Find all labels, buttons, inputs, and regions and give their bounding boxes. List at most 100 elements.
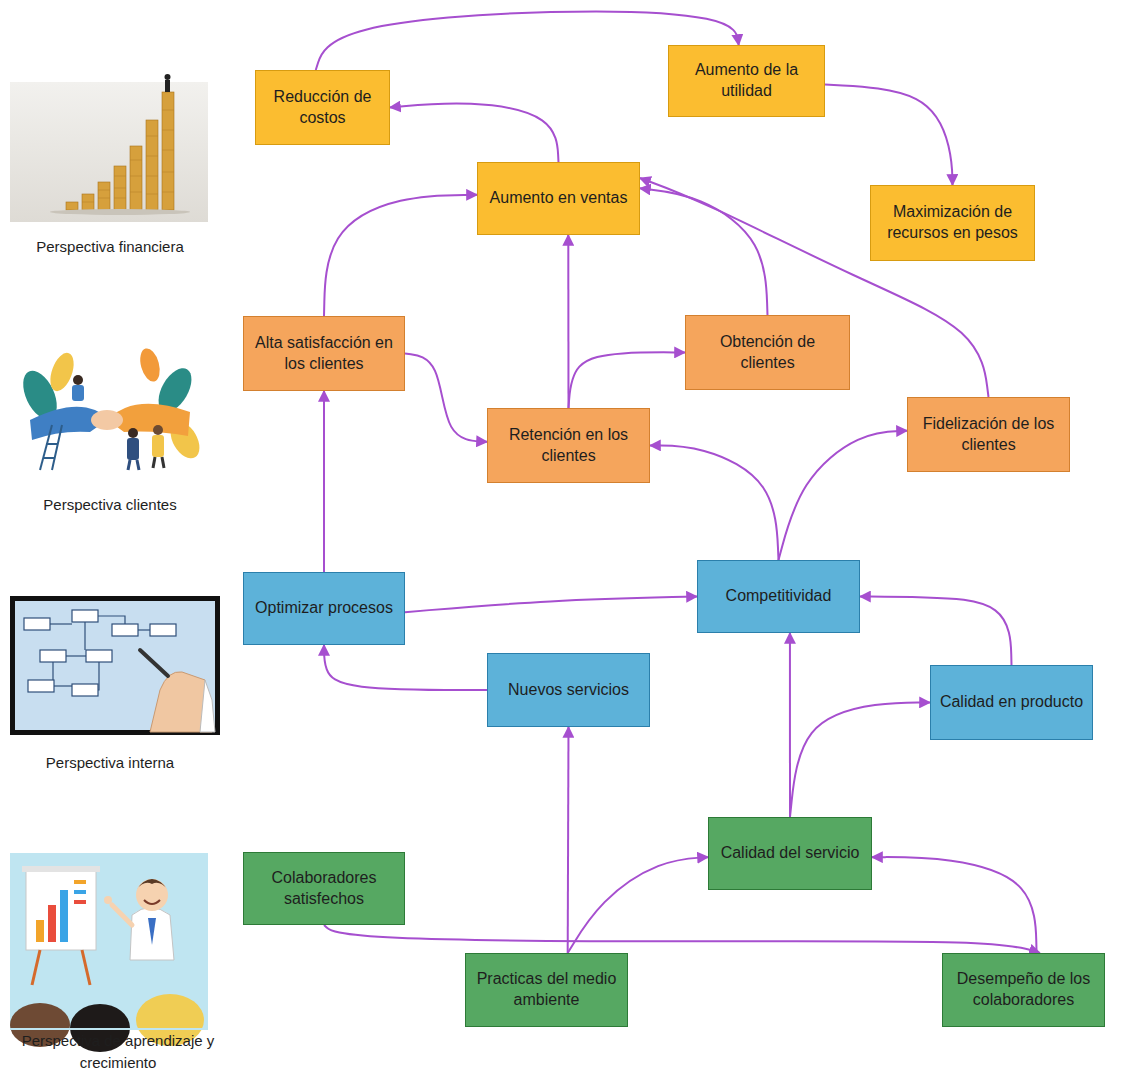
strategy-box: Competitividad (697, 560, 860, 633)
coin-stacks-picture-shape-shape (162, 150, 174, 151)
box-text: Nuevos servicios (508, 680, 629, 701)
perspective-label: Perspectiva de aprendizaje y crecimiento (4, 1030, 232, 1074)
classroom-picture-shape (130, 908, 174, 961)
flowchart-picture-shape-shape (28, 680, 54, 692)
strategy-box: Obtención de clientes (685, 315, 850, 390)
flowchart-picture-shape-shape (84, 622, 85, 650)
strategy-box: Colaboradores satisfechos (243, 852, 405, 925)
flowchart-picture-shape-shape (86, 650, 112, 662)
coin-stacks-picture-shape (10, 82, 208, 222)
connector-arrow (779, 431, 908, 560)
coin-stacks-picture (10, 74, 208, 222)
strategy-box: Reducción de costos (255, 70, 390, 145)
connector-arrow (872, 857, 1037, 953)
classroom-picture-shape (48, 905, 56, 942)
perspective-label: Perspectiva financiera (6, 236, 214, 258)
connector-arrow (650, 445, 779, 560)
coin-stacks-picture-shape-shape (146, 156, 158, 157)
classroom-picture-shape (60, 890, 68, 942)
flowchart-picture-shape (50, 616, 150, 690)
box-text: Competitividad (726, 586, 832, 607)
flowchart-picture-shape-shape (50, 623, 72, 624)
box-text: Retención en los clientes (496, 425, 641, 467)
connector-arrow (569, 352, 686, 408)
coin-stacks-picture-shape-shape (146, 136, 158, 137)
coin-stacks-picture-shape-shape (165, 80, 170, 92)
handshake-picture-shape (152, 435, 164, 457)
coin-stacks-picture-shape-shape (130, 192, 142, 193)
box-text: Optimizar procesos (255, 598, 393, 619)
flowchart-picture-shape-shape (98, 662, 99, 690)
coin-stacks-picture-shape-shape (98, 182, 110, 210)
connector-arrow (390, 103, 559, 162)
coin-stacks-picture-shape-shape (98, 190, 110, 191)
coin-stacks-picture-shape-shape (162, 110, 174, 111)
flowchart-picture-shape-shape (98, 616, 125, 624)
flowchart-picture-shape-shape (40, 650, 66, 662)
classroom-picture-shape (136, 879, 168, 911)
classroom-picture-shape (74, 890, 86, 894)
flowchart-picture-shape-shape (112, 624, 138, 636)
handshake-picture-shape (91, 410, 123, 430)
handshake-picture-shape (43, 457, 55, 459)
connector-arrow (790, 702, 930, 817)
coin-stacks-picture-shape-shape (146, 194, 158, 195)
handshake-picture-shape (52, 425, 62, 470)
box-text: Desempeño de los colaboradores (951, 969, 1096, 1011)
box-text: Calidad en producto (940, 692, 1083, 713)
strategy-box: Fidelización de los clientes (907, 397, 1070, 472)
connector-arrow (567, 235, 569, 408)
coin-stacks-picture-shape-shape (146, 120, 158, 210)
coin-stacks-picture-shape-shape (162, 92, 174, 210)
strategy-box: Calidad en producto (930, 665, 1093, 740)
handshake-picture (16, 346, 205, 470)
box-text: Fidelización de los clientes (916, 414, 1061, 456)
perspective-label: Perspectiva clientes (6, 494, 214, 516)
classroom-picture-shape (136, 879, 168, 890)
strategy-box: Practicas del medio ambiente (465, 953, 628, 1027)
handshake-picture-shape (127, 438, 139, 460)
box-text: Aumento en ventas (490, 188, 628, 209)
coin-stacks-picture-shape-shape (130, 146, 142, 210)
coin-stacks-picture-shape-shape (130, 176, 142, 177)
connector-arrow (789, 633, 791, 817)
handshake-picture-shape (153, 457, 155, 468)
classroom-picture (10, 853, 208, 1052)
flowchart-picture-shape (200, 680, 215, 732)
coin-stacks-picture-shape-shape (82, 202, 94, 203)
box-text: Aumento de la utilidad (677, 60, 816, 102)
box-text: Colaboradores satisfechos (252, 868, 396, 910)
connector-arrow (825, 85, 953, 185)
strategy-box: Calidad del servicio (708, 817, 872, 890)
connector-arrow (323, 391, 325, 572)
strategy-box: Aumento de la utilidad (668, 45, 825, 117)
classroom-picture-shape (82, 950, 90, 985)
classroom-picture-shape (26, 870, 96, 950)
classroom-picture-shape (104, 896, 112, 904)
coin-stacks-picture-shape-shape (98, 198, 110, 199)
strategy-box: Retención en los clientes (487, 408, 650, 483)
classroom-picture-shape (144, 900, 160, 904)
connector-arrow (860, 597, 1012, 666)
coin-stacks-picture-shape-shape (114, 166, 126, 210)
coin-stacks-picture-shape (82, 110, 174, 202)
classroom-picture-shape (36, 920, 44, 942)
strategy-box: Maximización de recursos en pesos (870, 185, 1035, 261)
coin-stacks-picture-shape (50, 209, 190, 215)
strategy-box: Aumento en ventas (477, 162, 640, 235)
box-text: Obtención de clientes (694, 332, 841, 374)
box-text: Calidad del servicio (721, 843, 860, 864)
connector-arrow (324, 925, 1040, 953)
classroom-picture-shape (74, 880, 86, 884)
strategy-box: Desempeño de los colaboradores (942, 953, 1105, 1027)
flowchart-picture-shape-shape (66, 655, 86, 656)
handshake-picture-shape (40, 425, 52, 470)
classroom-picture-shape (22, 866, 100, 872)
classroom-picture-shape (32, 950, 40, 985)
handshake-picture-shape (128, 460, 130, 470)
connector-arrow (405, 354, 487, 442)
strategy-box: Nuevos servicios (487, 653, 650, 727)
coin-stacks-picture-shape-shape (82, 194, 94, 210)
box-text: Practicas del medio ambiente (474, 969, 619, 1011)
